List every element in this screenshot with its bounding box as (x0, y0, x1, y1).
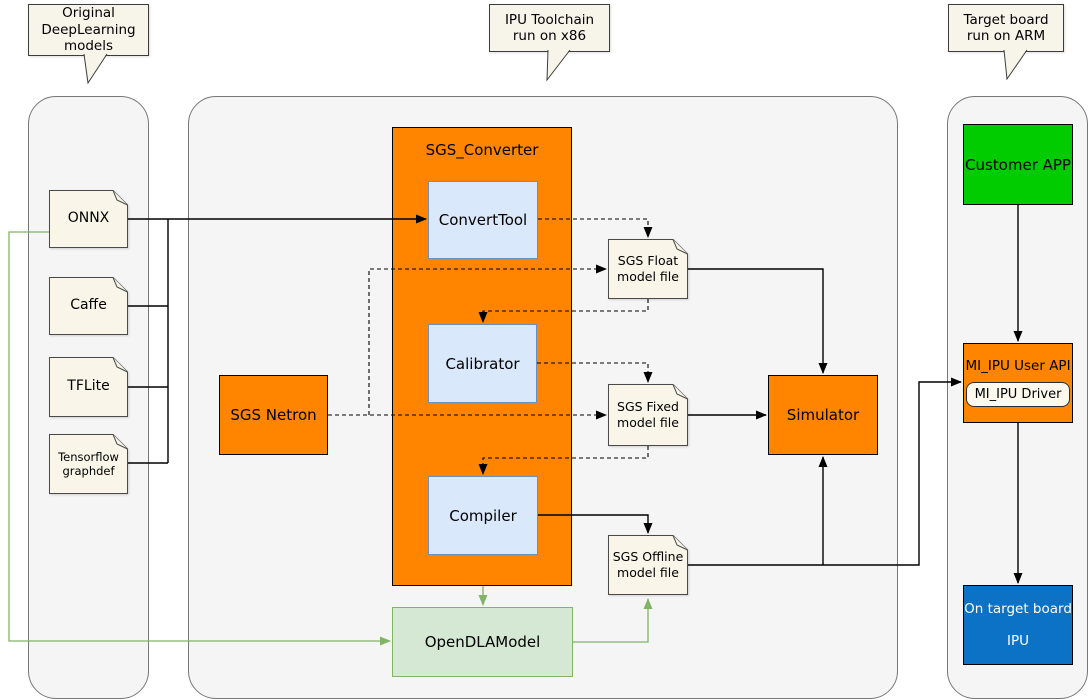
file-caffe-label: Caffe (70, 297, 107, 314)
callout-target-board: Target board run on ARM (948, 4, 1064, 52)
file-onnx-label: ONNX (67, 210, 110, 227)
callout-ipu-toolchain: IPU Toolchain run on x86 (489, 4, 610, 52)
ipu-box-line2: IPU (1006, 632, 1029, 649)
file-tensorflow-graphdef-label: Tensorflow graphdef (58, 449, 119, 478)
file-sgs-offline: SGS Offline model file (608, 535, 688, 595)
file-sgs-fixed-label: SGS Fixed model file (617, 399, 679, 430)
callout-ipu-toolchain-tail (546, 49, 571, 82)
callout-target-board-tail (1003, 49, 1028, 81)
note-shape (608, 239, 688, 299)
mi-ipu-driver-pill: MI_IPU Driver (965, 382, 1071, 407)
file-sgs-float-label: SGS Float model file (617, 253, 679, 284)
sgs-converter-title: SGS_Converter (425, 141, 539, 159)
customer-app-label: Customer APP (965, 155, 1071, 174)
file-tensorflow-graphdef: Tensorflow graphdef (49, 434, 128, 494)
calibrator-label: Calibrator (445, 354, 520, 373)
compiler-box: Compiler (428, 476, 538, 555)
ipu-box-line1: On target board (964, 601, 1072, 618)
mi-ipu-user-api-label: MI_IPU User API (965, 358, 1071, 374)
mi-ipu-user-api-box: MI_IPU User API MI_IPU Driver (963, 343, 1073, 423)
file-sgs-fixed: SGS Fixed model file (608, 384, 688, 446)
sgs-netron-box: SGS Netron (219, 375, 328, 455)
calibrator-box: Calibrator (428, 324, 537, 403)
compiler-label: Compiler (449, 506, 517, 525)
file-caffe: Caffe (49, 277, 128, 335)
opendla-model-label: OpenDLAModel (424, 633, 541, 651)
file-sgs-float: SGS Float model file (608, 239, 688, 299)
file-tflite: TFLite (49, 357, 128, 417)
simulator-label: Simulator (786, 406, 860, 424)
note-shape (608, 384, 688, 446)
file-onnx: ONNX (49, 190, 128, 248)
callout-original-models-tail (83, 53, 108, 85)
sgs-netron-label: SGS Netron (230, 406, 317, 424)
convert-tool-box: ConvertTool (428, 181, 538, 259)
opendla-model-box: OpenDLAModel (392, 607, 573, 677)
ipu-box: On target board IPU (963, 585, 1073, 665)
customer-app-box: Customer APP (963, 124, 1073, 205)
simulator-box: Simulator (768, 375, 878, 455)
file-tflite-label: TFLite (67, 378, 110, 395)
convert-tool-label: ConvertTool (438, 211, 528, 229)
note-shape (608, 535, 688, 595)
file-sgs-offline-label: SGS Offline model file (612, 549, 684, 580)
callout-original-models: Original DeepLearning models (28, 4, 149, 56)
